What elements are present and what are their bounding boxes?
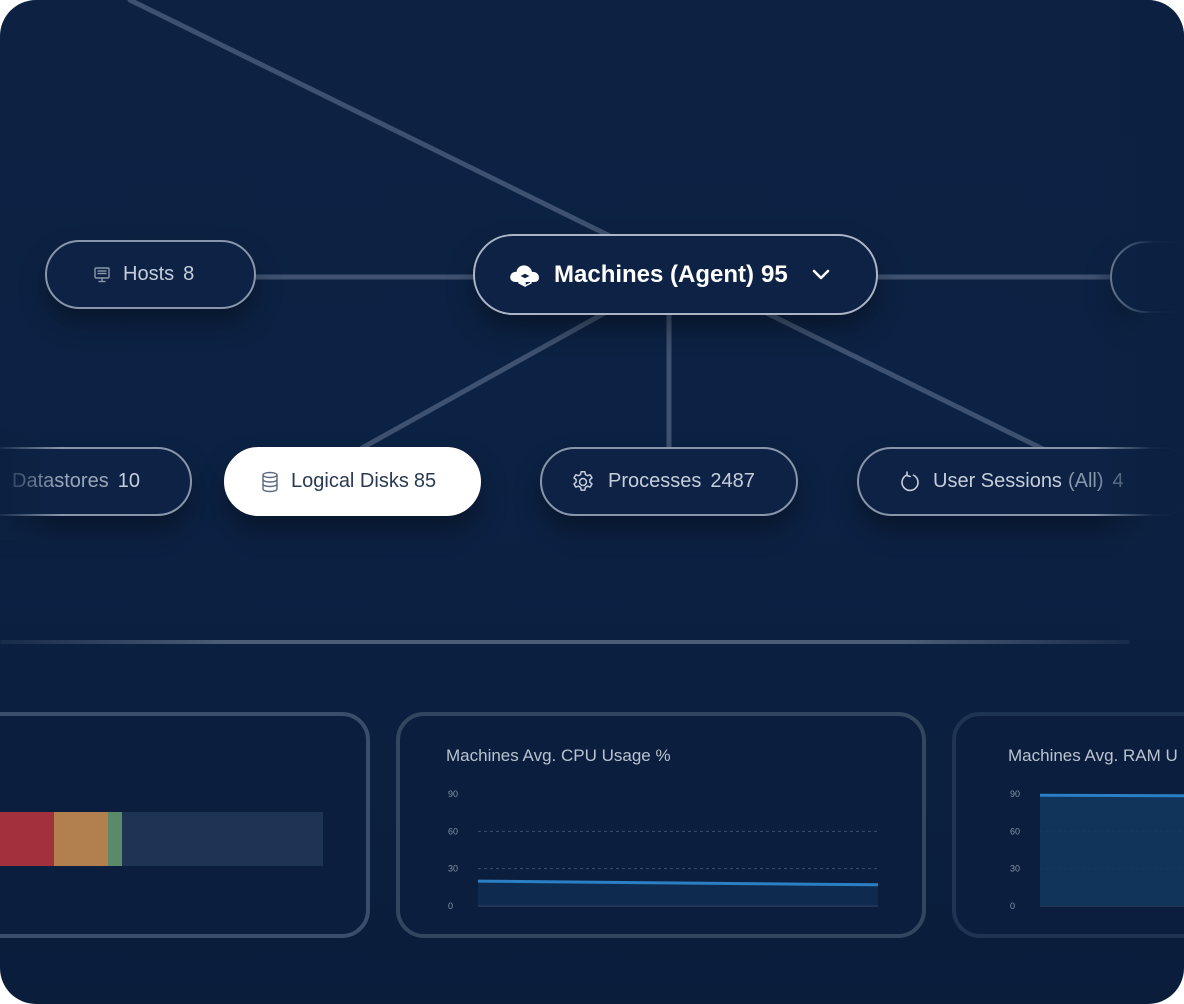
gear-icon <box>570 469 596 495</box>
node-machines-count: 95 <box>761 260 788 288</box>
node-user-sessions-suffix: (All) <box>1067 470 1104 492</box>
node-datastores-label: Datastores <box>12 470 109 492</box>
node-user-sessions-label: User Sessions <box>933 470 1062 492</box>
y-tick-label: 0 <box>1010 901 1015 911</box>
bar-segment-1 <box>0 812 54 866</box>
cloud-box-icon <box>508 262 542 288</box>
database-icon <box>261 471 279 493</box>
y-tick-label: 30 <box>448 864 458 874</box>
node-datastores-count: 10 <box>117 470 140 492</box>
node-datastores[interactable]: Datastores 10 <box>0 447 192 516</box>
y-tick-label: 60 <box>448 826 458 836</box>
series-area <box>478 881 878 906</box>
node-processes[interactable]: Processes 2487 <box>540 447 798 516</box>
card-cpu-usage: Machines Avg. CPU Usage % 90 60 30 0 <box>396 712 926 938</box>
y-tick-label: 60 <box>1010 826 1020 836</box>
node-hosts[interactable]: Hosts 8 <box>45 240 256 309</box>
cpu-usage-chart: 90 60 30 0 <box>448 789 879 911</box>
node-logical-disks-count: 85 <box>413 470 437 492</box>
y-tick-label: 0 <box>448 901 453 911</box>
connector-machines-disks <box>359 297 631 451</box>
bar-segment-4 <box>122 812 323 866</box>
monitor-icon <box>93 266 111 284</box>
ram-usage-chart: 90 60 30 0 <box>1010 789 1184 911</box>
node-user-sessions-count: 4 <box>1112 470 1124 492</box>
node-machines-label: Machines (Agent) <box>554 260 755 288</box>
node-hosts-label: Hosts <box>123 263 175 285</box>
chevron-down-icon[interactable] <box>812 269 830 281</box>
node-hosts-count: 8 <box>183 263 195 285</box>
section-divider <box>0 640 1130 644</box>
series-line <box>1039 793 1184 798</box>
connector-diagonal <box>127 0 1048 453</box>
series-line <box>477 879 879 887</box>
card-ram-title: Machines Avg. RAM U <box>1008 746 1178 765</box>
node-partial-right[interactable] <box>1110 241 1184 313</box>
bar-segment-3 <box>107 812 123 866</box>
node-machines[interactable]: Machines (Agent) 95 <box>473 234 878 315</box>
node-logical-disks[interactable]: Logical Disks 85 <box>224 447 481 516</box>
y-tick-label: 90 <box>1010 789 1020 799</box>
series-area <box>1040 795 1184 906</box>
node-user-sessions[interactable]: User Sessions (All) 4 <box>857 447 1184 516</box>
y-tick-label: 30 <box>1010 864 1020 874</box>
node-processes-count: 2487 <box>710 470 755 492</box>
card-cpu-title: Machines Avg. CPU Usage % <box>446 746 671 765</box>
y-tick-label: 90 <box>448 789 458 799</box>
card-ram-usage: Machines Avg. RAM U 90 60 30 0 <box>952 712 1184 938</box>
bar-segment-2 <box>53 812 108 866</box>
refresh-icon <box>899 470 921 493</box>
node-logical-disks-label: Logical Disks <box>291 470 409 492</box>
node-processes-label: Processes <box>608 470 702 492</box>
